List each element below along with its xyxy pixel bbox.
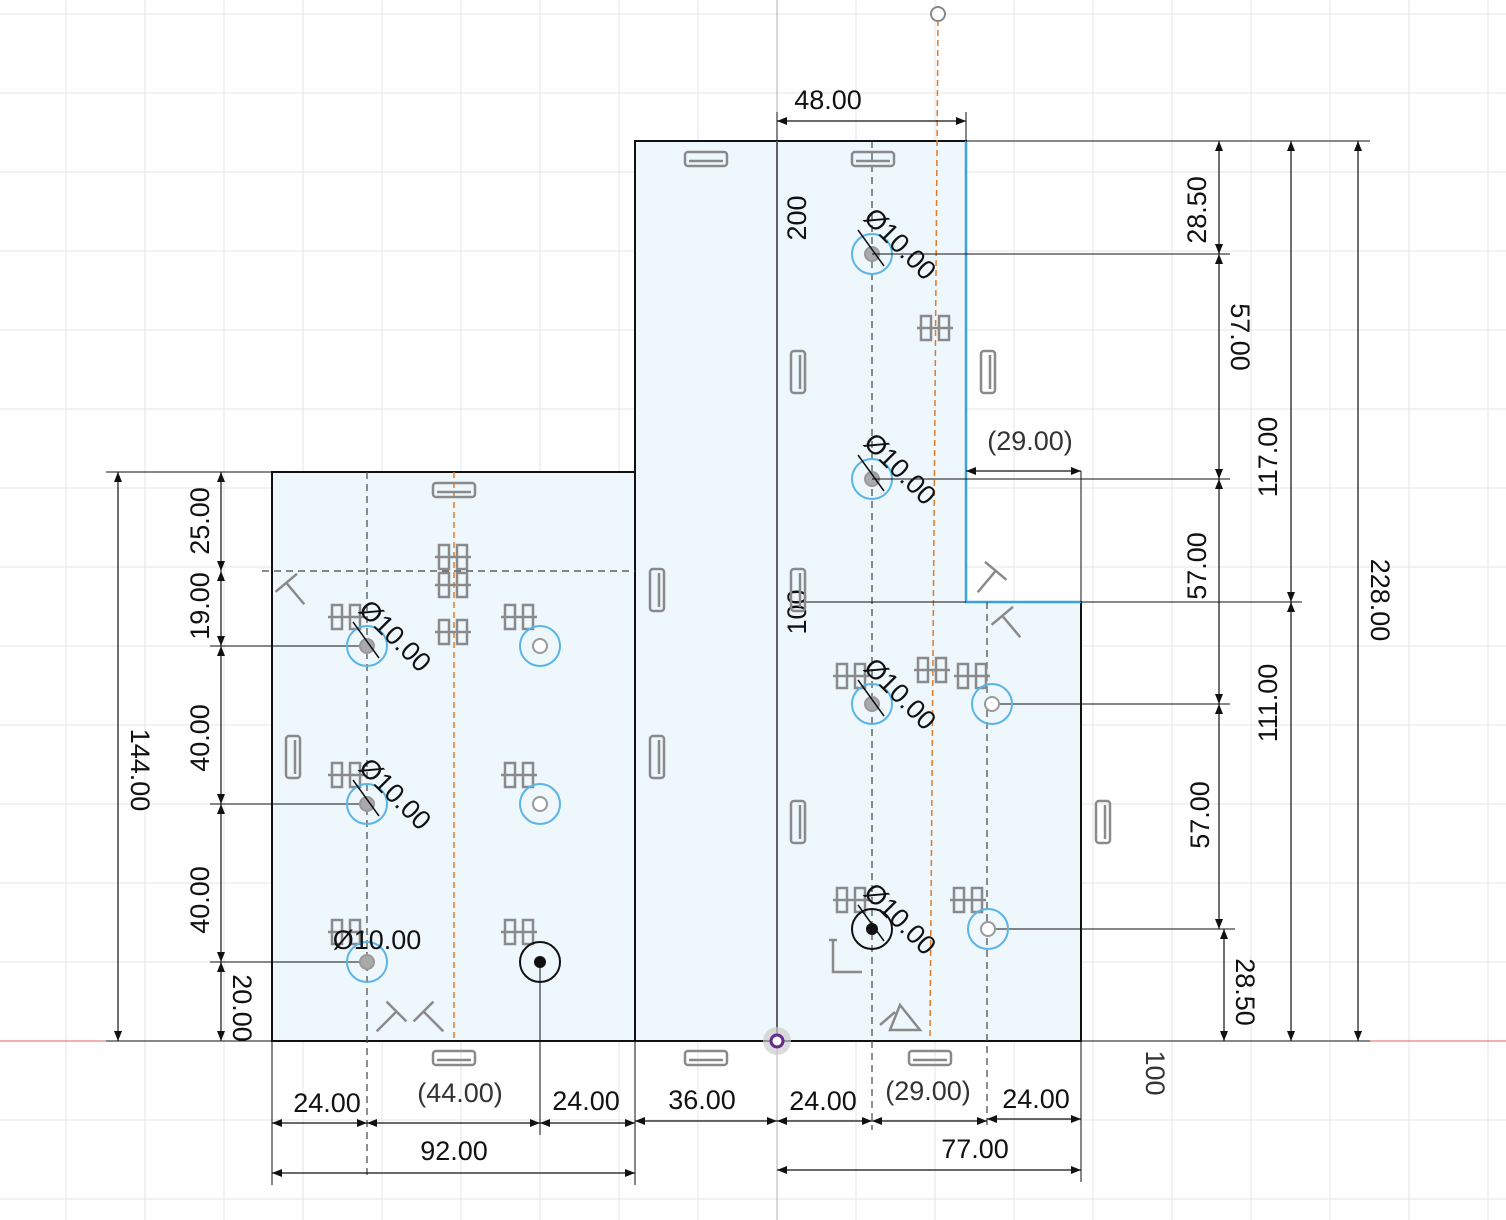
vertical-constraint-icon[interactable] [979,349,997,395]
hole-circle[interactable] [519,625,561,667]
hole-circle[interactable]: Ø10.00 [333,925,422,983]
dimension-value[interactable]: 28.50 [1230,958,1260,1026]
hole-circle[interactable] [967,908,1009,950]
horizontal-constraint-icon[interactable] [431,481,477,499]
dimension[interactable]: 24.00 [540,1041,636,1185]
dimension-value[interactable]: 77.00 [941,1134,1009,1164]
dimension-value[interactable]: 57.00 [1185,781,1215,849]
dimension[interactable]: 100 [782,589,966,635]
origin-point[interactable] [763,1027,791,1055]
dimension[interactable]: 24.00 [987,1041,1082,1182]
dimension-value[interactable]: 36.00 [668,1085,736,1115]
dimension[interactable]: (44.00) [367,962,541,1135]
equal-triangle-constraint-icon[interactable] [879,1002,923,1032]
horizontal-constraint-icon[interactable] [431,1049,477,1067]
dimensions[interactable]: 48.00 200 28.50 57.00 117.00 228.00 (29.00) 57.… [106,85,1395,1185]
vertical-constraint-icon[interactable] [789,567,807,613]
dimension-value[interactable]: 111.00 [1253,664,1283,743]
perpendicular-constraint-icon[interactable] [367,1000,408,1042]
dimension-value[interactable]: 20.00 [227,974,257,1042]
dimension-value[interactable]: 25.00 [185,487,215,555]
constraint-icons[interactable] [274,150,1112,1067]
dimension-value[interactable]: 57.00 [1182,532,1212,600]
dimension[interactable]: 24.00 [777,1086,872,1125]
dimension-value[interactable]: (29.00) [987,426,1073,456]
perpendicular-constraint-icon[interactable] [967,560,1008,601]
vertical-constraint-icon[interactable] [648,734,666,780]
dimension[interactable]: 40.00 [185,646,367,805]
dimension-value[interactable]: 24.00 [789,1086,857,1116]
coincident-constraint-icon[interactable] [917,314,953,342]
dimension-value[interactable]: 100 [1140,1050,1170,1095]
dimension[interactable]: 57.00 [988,704,1235,930]
dimension-value[interactable]: 200 [782,195,812,240]
coincident-constraint-icon[interactable] [833,886,869,914]
dimension-value[interactable]: 92.00 [420,1136,488,1166]
perpendicular-constraint-icon[interactable] [412,1000,454,1042]
dimension[interactable]: (29.00) [966,426,1082,602]
hole-circle[interactable] [519,783,561,825]
dimension-value[interactable]: 117.00 [1253,417,1283,498]
dimension[interactable]: 77.00 [777,1134,1081,1174]
dimension[interactable]: 200 [782,195,812,240]
dimension[interactable]: 19.00 [185,571,367,647]
horizontal-constraint-icon[interactable] [850,150,896,168]
dimension[interactable]: 117.00 [1081,140,1302,603]
vertical-constraint-icon[interactable] [648,567,666,613]
diameter-value[interactable]: Ø10.00 [333,925,422,955]
dimension-value[interactable]: 57.00 [1225,303,1255,371]
dimension[interactable]: 48.00 [776,85,967,141]
fix-constraint-icon[interactable] [829,938,862,974]
dimension-value[interactable]: 24.00 [552,1086,620,1116]
diameter-dimension[interactable]: Ø10.00 [333,925,422,955]
dimension-value[interactable]: 24.00 [293,1088,361,1118]
perpendicular-constraint-icon[interactable] [990,605,1031,646]
coincident-constraint-icon[interactable] [435,618,471,646]
selected-edge[interactable] [964,141,1081,604]
dimension-value[interactable]: 24.00 [1002,1084,1070,1114]
dimension-value[interactable]: 48.00 [794,85,862,115]
coincident-constraint-icon[interactable] [435,571,471,599]
dimension[interactable]: 25.00 [185,471,272,571]
dimension[interactable]: 24.00 [271,1041,367,1185]
dimension-value[interactable]: (29.00) [885,1076,971,1106]
coincident-constraint-icon[interactable] [435,543,471,571]
dimension-value[interactable]: (44.00) [417,1078,503,1108]
coincident-constraint-icon[interactable] [501,918,537,946]
dimension[interactable]: (29.00) [872,1076,987,1125]
dimension[interactable]: 28.50 [1220,929,1260,1041]
vertical-constraint-icon[interactable] [789,349,807,395]
vertical-constraint-icon[interactable] [284,734,302,780]
dimension[interactable]: 40.00 [185,804,367,963]
horizontal-constraint-icon[interactable] [683,150,729,168]
coincident-constraint-icon[interactable] [914,656,950,684]
dimension[interactable]: 111.00 [1253,602,1295,1041]
coincident-constraint-icon[interactable] [328,761,364,789]
dimension-value[interactable]: 28.50 [1182,176,1212,244]
dimension[interactable]: 36.00 [635,1085,777,1125]
dimension[interactable]: 92.00 [272,1136,635,1177]
dimension[interactable]: 20.00 [217,962,257,1042]
middle-profile[interactable] [634,140,778,1042]
horizontal-constraint-icon[interactable] [907,1049,953,1067]
coincident-constraint-icon[interactable] [328,918,364,946]
coincident-constraint-icon[interactable] [328,603,364,631]
vertical-constraint-icon[interactable] [1094,799,1112,845]
dimension-value[interactable]: 40.00 [185,866,215,934]
horizontal-constraint-icon[interactable] [683,1049,729,1067]
perpendicular-constraint-icon[interactable] [274,572,315,613]
dimension[interactable]: 57.00 [992,479,1230,705]
construction-endpoint[interactable] [930,6,946,22]
construction-lines[interactable] [262,19,988,1180]
dimension[interactable]: 144.00 [106,471,272,1042]
dimension-value[interactable]: 40.00 [185,704,215,772]
sketch-profiles[interactable] [271,140,1082,1042]
dimension[interactable]: 100 [1140,1050,1170,1095]
hole-circle[interactable] [971,683,1013,725]
dimension-value[interactable]: 228.00 [1365,559,1395,642]
dimension-value[interactable]: 19.00 [185,572,215,640]
vertical-constraint-icon[interactable] [789,799,807,845]
dimension-value[interactable]: 144.00 [125,729,155,812]
dimension[interactable]: 228.00 [1081,140,1395,1042]
